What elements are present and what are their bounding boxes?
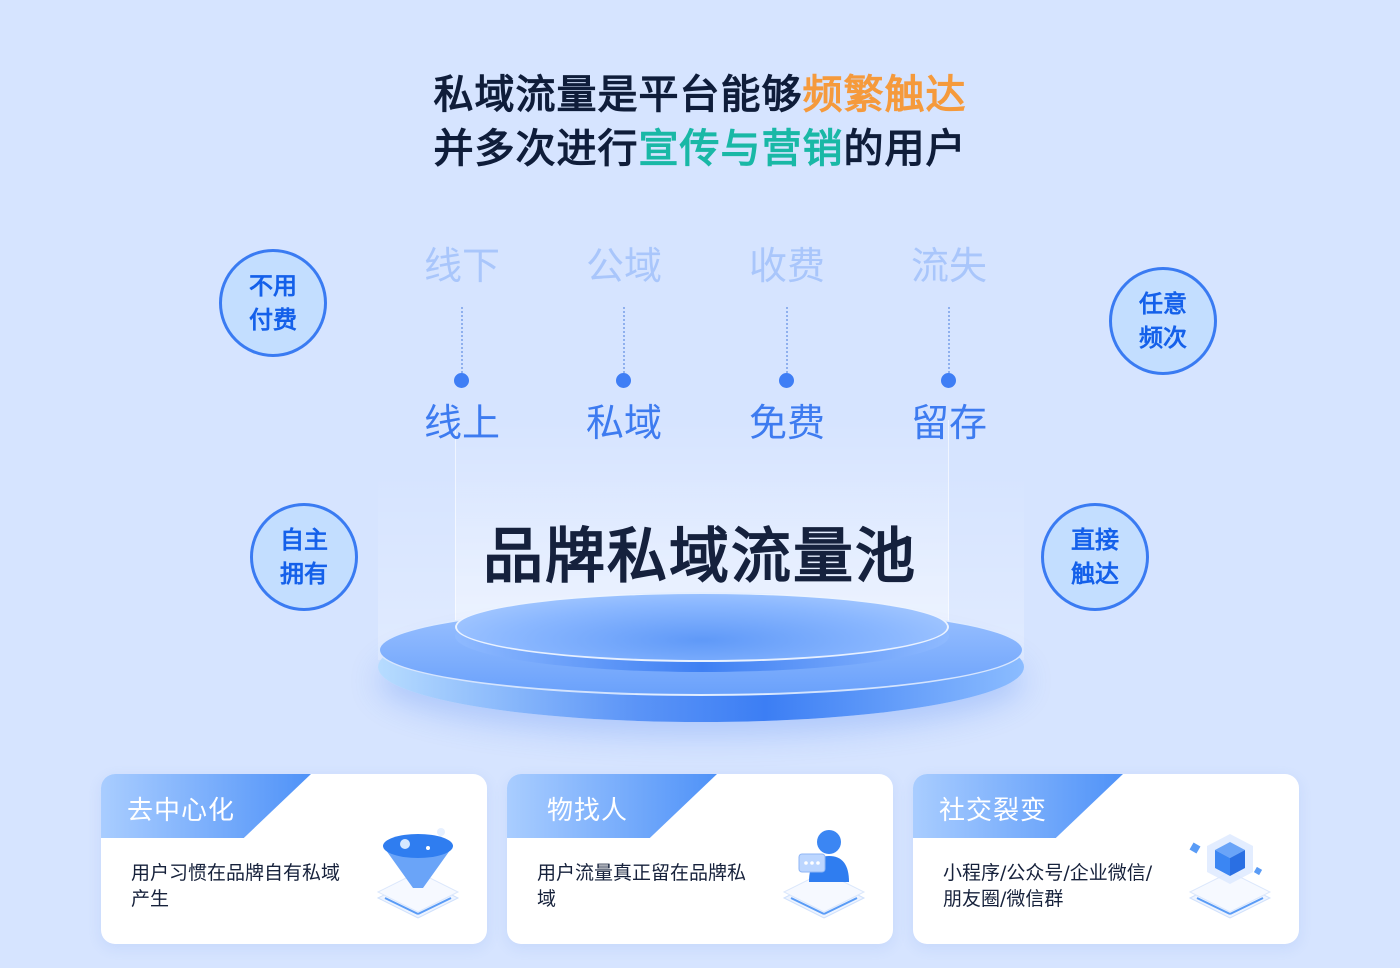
headline-highlight-marketing: 宣传与营销 (638, 126, 844, 172)
card-things-find-people: 物找人 用户流量真正留在品牌私域 (507, 774, 893, 944)
comparison-before-label: 线下 (423, 244, 500, 288)
dotted-connector (948, 307, 950, 373)
dotted-connector (461, 307, 463, 373)
headline: 私域流量是平台能够频繁触达 并多次进行宣传与营销的用户 (0, 68, 1400, 176)
card-title: 物找人 (547, 796, 629, 826)
dotted-connector (786, 307, 788, 373)
card-description: 用户流量真正留在品牌私域 (537, 862, 747, 910)
badge-self-owned: 自主拥有 (250, 503, 358, 611)
comparison-before-label: 流失 (910, 244, 987, 288)
comparison-after-label: 免费 (748, 401, 825, 445)
card-decentralized: 去中心化 用户习惯在品牌自有私域产生 (101, 774, 487, 944)
comparison-after-label: 私域 (585, 401, 662, 445)
card-title: 去中心化 (127, 796, 236, 826)
connector-dot-icon (941, 373, 956, 388)
badge-any-frequency: 任意频次 (1109, 267, 1217, 375)
connector-dot-icon (779, 373, 794, 388)
card-description: 小程序/公众号/企业微信/朋友圈/微信群 (943, 862, 1153, 910)
headline-highlight-frequent-reach: 频繁触达 (802, 72, 967, 118)
user-chat-icon (779, 826, 869, 926)
connector-dot-icon (616, 373, 631, 388)
cube-icon (1185, 826, 1275, 926)
dotted-connector (623, 307, 625, 373)
comparison-after-label: 留存 (910, 401, 987, 445)
comparison-after-label: 线上 (423, 401, 500, 445)
badge-no-payment: 不用付费 (219, 249, 327, 357)
headline-line-2: 并多次进行宣传与营销的用户 (433, 126, 967, 172)
comparison-before-label: 收费 (748, 244, 825, 288)
card-description: 用户习惯在品牌自有私域产生 (131, 862, 341, 910)
connector-dot-icon (454, 373, 469, 388)
platform-inner-disc (455, 592, 949, 662)
card-title: 社交裂变 (939, 796, 1048, 826)
pool-title: 品牌私域流量池 (483, 522, 917, 592)
funnel-icon (373, 826, 463, 926)
headline-line-1: 私域流量是平台能够频繁触达 (433, 72, 967, 118)
badge-direct-reach: 直接触达 (1041, 503, 1149, 611)
comparison-before-label: 公域 (585, 244, 662, 288)
card-social-fission: 社交裂变 小程序/公众号/企业微信/朋友圈/微信群 (913, 774, 1299, 944)
